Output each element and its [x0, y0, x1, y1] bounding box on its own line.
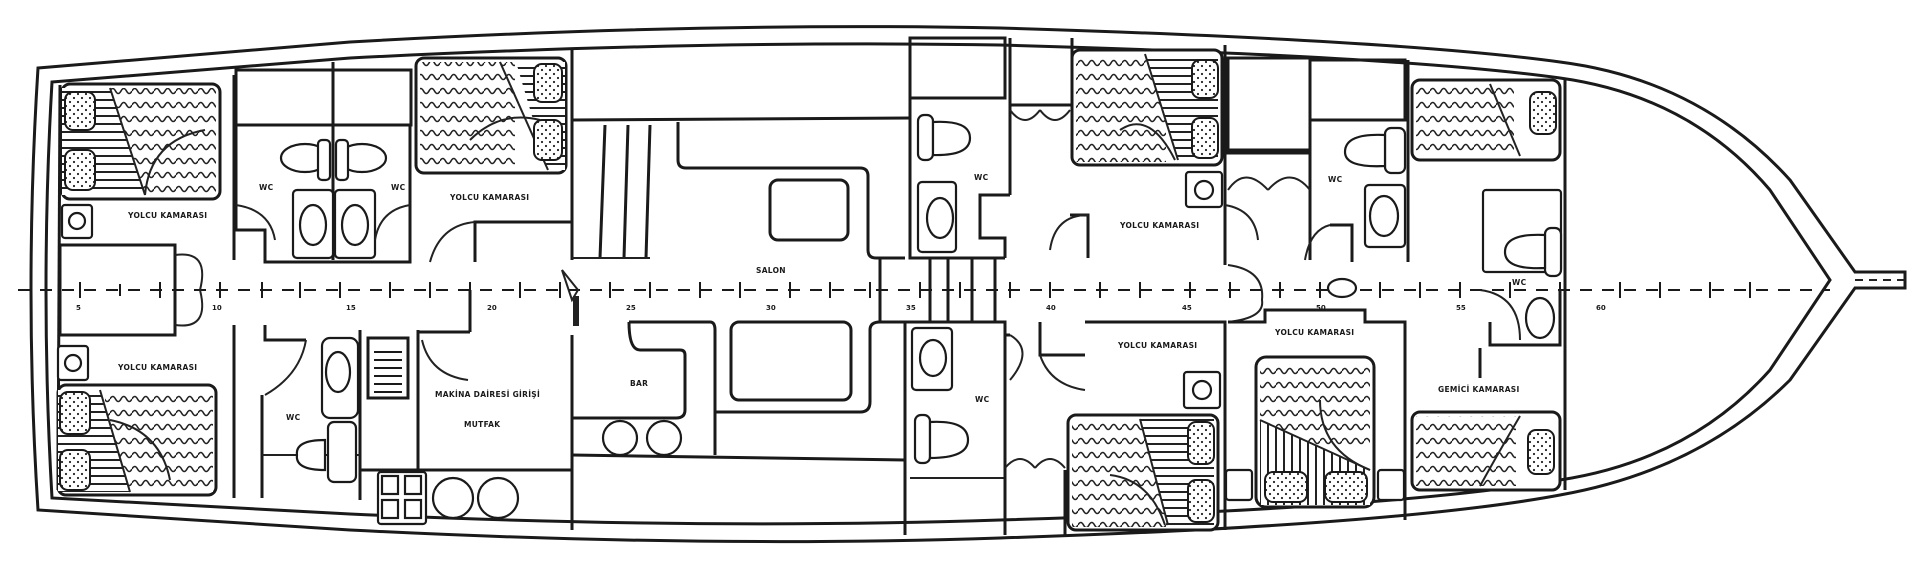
station-45: 45	[1182, 304, 1192, 312]
label-salon: SALON	[756, 266, 786, 275]
label-cabin-fwd-port-1: YOLCU KAMARASI	[1119, 221, 1199, 230]
washbasin-stern-port	[60, 203, 94, 240]
label-wc-fwd-1: WC	[974, 173, 989, 182]
label-engine-entry: MAKİNA DAİRESİ GİRİŞİ	[435, 390, 540, 399]
station-5: 5	[76, 304, 81, 312]
label-wc-fwd-2: WC	[975, 395, 990, 404]
station-55: 55	[1456, 304, 1466, 312]
door-stern	[174, 253, 204, 291]
label-cabin-stern-port: YOLCU KAMARASI	[127, 211, 207, 220]
station-35: 35	[906, 304, 916, 312]
station-40: 40	[1046, 304, 1056, 312]
station-60: 60	[1596, 304, 1606, 312]
cabin-fwd-port-1	[1010, 38, 1259, 265]
cabin-fwd-stbd-1	[1038, 320, 1227, 535]
station-30: 30	[766, 304, 776, 312]
bed-stern-stbd	[56, 383, 218, 497]
cabin-mid-port	[414, 50, 574, 263]
wc-block-port	[234, 62, 413, 264]
label-wc-fwd-3: WC	[1328, 175, 1343, 184]
station-25: 25	[626, 304, 636, 312]
stern-section	[56, 75, 236, 498]
hatch-symbol	[561, 269, 580, 326]
cabin-fwd-stbd-2	[1224, 308, 1407, 520]
label-wc-stbd-1: WC	[286, 413, 301, 422]
wc-fwd-3-block	[1226, 56, 1410, 262]
label-wc-crew: WC	[1512, 278, 1527, 287]
label-wc-port-1: WC	[259, 183, 274, 192]
frame-numbers: 5 10 15 20 25 30 35 40 45 50 55 60	[76, 304, 1606, 312]
station-50: 50	[1316, 304, 1326, 312]
label-wc-port-2: WC	[391, 183, 406, 192]
washbasin-stern-stbd	[56, 344, 90, 382]
label-crew-cabin: GEMİCİ KAMARASI	[1438, 385, 1520, 394]
hull-outline	[29, 25, 1907, 544]
station-20: 20	[487, 304, 497, 312]
bed-stern-port	[60, 82, 222, 201]
wc-fwd-2-block	[905, 320, 1066, 535]
frame-ticks	[79, 282, 1751, 298]
label-cabin-mid-port: YOLCU KAMARASI	[449, 193, 529, 202]
hatch-round	[1326, 277, 1358, 299]
wc-stbd	[260, 325, 362, 500]
station-15: 15	[346, 304, 356, 312]
label-cabin-fwd-stbd-1: YOLCU KAMARASI	[1117, 341, 1197, 350]
station-10: 10	[212, 304, 222, 312]
crew-cabin	[1410, 78, 1567, 492]
wc-fwd-1-block	[908, 36, 1071, 260]
label-galley: MUTFAK	[464, 420, 501, 429]
salon	[571, 40, 997, 535]
label-cabin-stern-stbd: YOLCU KAMARASI	[117, 363, 197, 372]
galley-counter	[358, 335, 574, 530]
engine-entry	[366, 290, 472, 470]
door-corridor-fwd	[1227, 264, 1264, 323]
label-bar: BAR	[630, 379, 648, 388]
label-cabin-fwd-stbd-2: YOLCU KAMARASI	[1274, 328, 1354, 337]
